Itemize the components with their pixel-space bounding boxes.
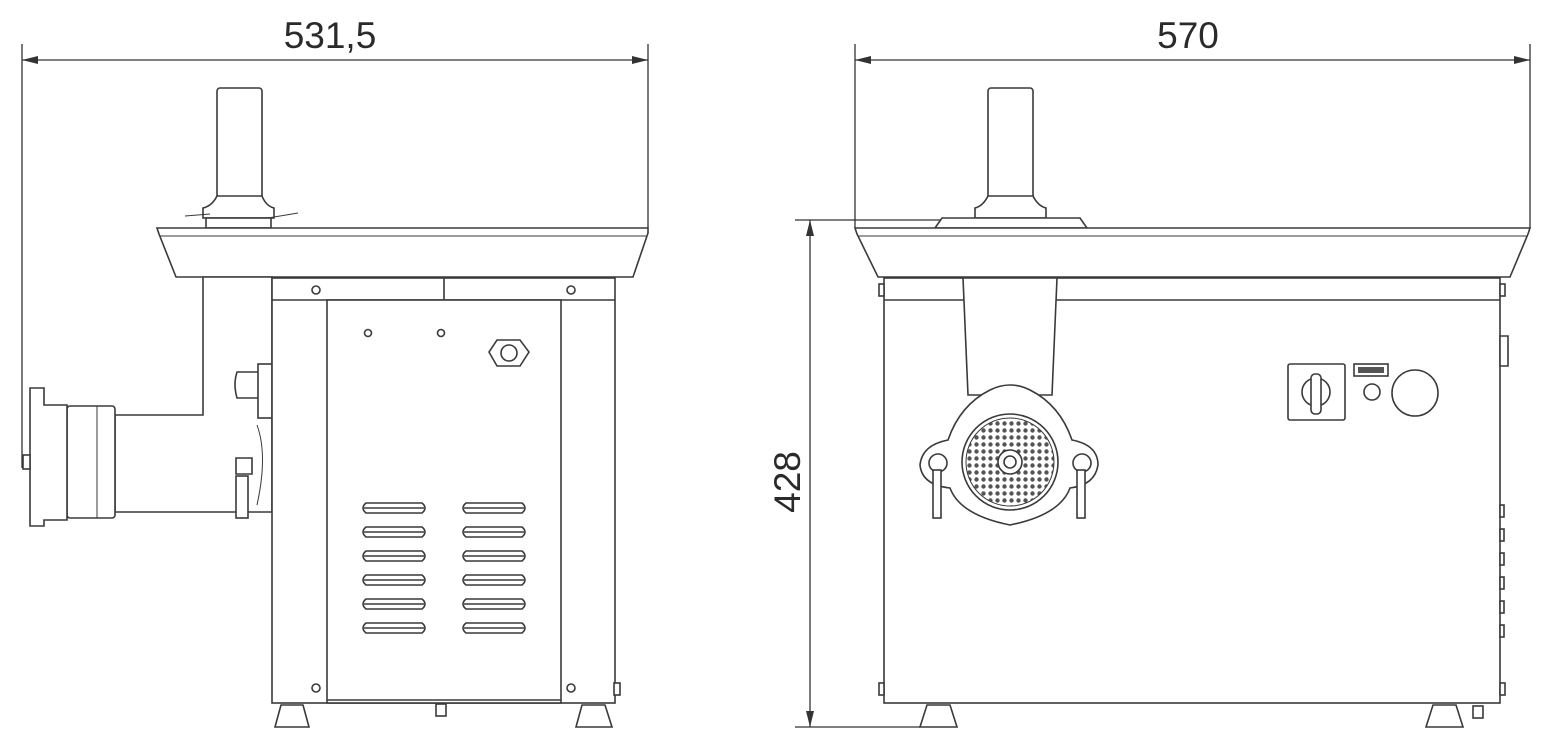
front-width-label: 570: [1157, 15, 1219, 56]
vent-slot: [362, 502, 426, 514]
side-ridges: [1499, 504, 1505, 638]
vent-slot: [362, 550, 426, 562]
vent-slot: [462, 598, 526, 610]
side-pusher: [184, 87, 299, 229]
vent-slot: [462, 502, 526, 514]
foot: [1424, 704, 1465, 728]
side-view: 531,5: [21, 15, 649, 728]
cable-gland: [488, 339, 530, 367]
side-width-dimension: 531,5: [21, 15, 649, 468]
vent-slot: [462, 550, 526, 562]
foot: [918, 704, 959, 728]
vent-slot: [362, 622, 426, 634]
ridge: [1499, 552, 1505, 566]
front-tray: [853, 227, 1532, 278]
vent-slot: [362, 598, 426, 610]
front-pusher: [933, 87, 1089, 229]
vent-slot: [362, 526, 426, 538]
front-height-dimension: 428: [767, 219, 940, 728]
side-mincer-head: [22, 276, 273, 527]
foot: [273, 704, 311, 728]
side-body: [271, 277, 621, 728]
vent-slot: [462, 622, 526, 634]
ridge: [1499, 600, 1505, 614]
front-mincer-head: [919, 277, 1099, 526]
vent-slot: [362, 574, 426, 586]
control-panel: [1287, 363, 1439, 421]
indicator-light: [1363, 383, 1381, 401]
foot: [574, 704, 614, 728]
front-height-label: 428: [767, 451, 808, 513]
ridge: [1499, 576, 1505, 590]
side-tray: [155, 227, 649, 278]
ridge: [1499, 504, 1505, 518]
ridge: [1499, 624, 1505, 638]
side-width-label: 531,5: [284, 15, 377, 56]
start-button: [1391, 369, 1439, 417]
front-width-dimension: 570: [854, 15, 1531, 228]
vent-slot: [462, 526, 526, 538]
side-vents: [362, 502, 526, 634]
front-view: 570 428: [767, 15, 1532, 728]
vent-slot: [462, 574, 526, 586]
ridge: [1499, 528, 1505, 542]
